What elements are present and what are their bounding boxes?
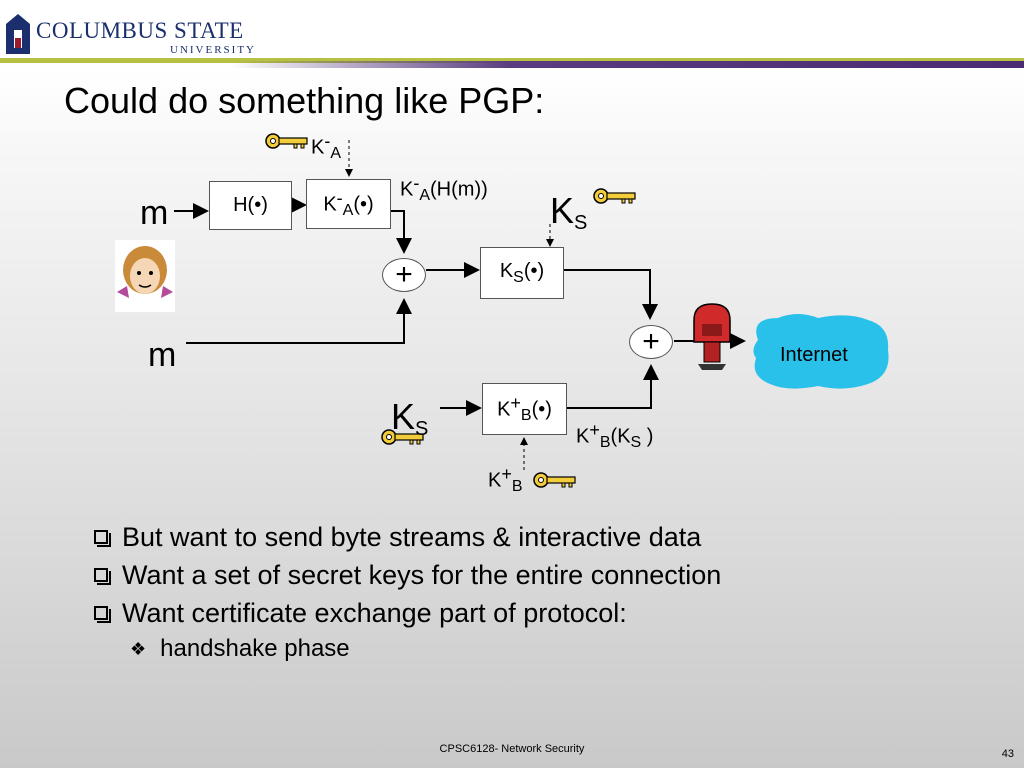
alice-avatar — [115, 240, 175, 312]
kbks-open: (K — [610, 425, 631, 448]
arrow-ks-to-plus2 — [564, 269, 658, 320]
bullet-item: Want a set of secret keys for the entire… — [94, 556, 721, 594]
key-icon — [533, 472, 576, 488]
sub-bullet-item: ❖ handshake phase — [130, 632, 721, 666]
concat-plus-1: + — [382, 258, 426, 292]
kb-key-label: K+B — [488, 464, 523, 496]
ka-k: K — [311, 136, 325, 159]
hash-box: H(•) — [209, 181, 292, 230]
key-icon — [265, 133, 308, 149]
private-key-sign-box: K-A(•) — [306, 179, 391, 229]
sh-sub: A — [419, 187, 431, 205]
session-key-box: KS(•) — [480, 247, 564, 299]
message-m-top: m — [140, 194, 169, 232]
logo-title: COLUMBUS STATE — [36, 18, 244, 43]
kbks-sup: + — [589, 420, 600, 440]
ks-left-label: KS — [391, 396, 428, 441]
logo-subtitle: UNIVERSITY — [170, 44, 256, 56]
checkbox-bullet-icon — [94, 606, 111, 623]
arrow-kb-to-plus2 — [567, 364, 659, 409]
ka-sup: - — [324, 131, 331, 151]
ks-box-label: KS(•) — [500, 260, 544, 287]
page-number: 43 — [1001, 748, 1014, 760]
ksb-arg: (•) — [523, 259, 545, 282]
bullet-text: But want to send byte streams & interact… — [122, 521, 702, 552]
bullet-item: Want certificate exchange part of protoc… — [94, 594, 721, 632]
kbks-argsub: S — [630, 434, 642, 452]
kbks-sub: B — [599, 434, 611, 452]
key-icon — [593, 188, 636, 204]
signed-hash-label: K-A(H(m)) — [400, 173, 488, 205]
slide-header — [0, 0, 1024, 62]
bullet-text: Want a set of secret keys for the entire… — [122, 559, 722, 590]
sub-bullet-text: handshake phase — [160, 635, 350, 662]
plus2-label: + — [642, 325, 660, 358]
sh-k: K — [400, 178, 414, 201]
slide-title: Could do something like PGP: — [64, 80, 545, 121]
kb-box-label: K+B(•) — [497, 393, 552, 425]
ksl-sub: S — [415, 418, 429, 440]
sign-arg: (•) — [353, 193, 374, 216]
bullet-item: But want to send byte streams & interact… — [94, 518, 721, 556]
bullet-list: But want to send byte streams & interact… — [94, 518, 721, 666]
key-ka-label: K-A — [311, 131, 341, 163]
arrow-sign-to-plus — [391, 210, 412, 254]
checkbox-bullet-icon — [94, 568, 111, 585]
kbks-k: K — [576, 425, 590, 448]
sign-box-label: K-A(•) — [323, 188, 373, 220]
header-bar-olive — [0, 58, 1024, 63]
sh-sup: - — [413, 173, 420, 193]
kb-ks-label: K+B(KS ) — [576, 420, 653, 452]
ksbig-sub: S — [574, 212, 588, 234]
kbb-arg: (•) — [531, 398, 552, 421]
kbks-close: ) — [641, 425, 654, 448]
footer-course: CPSC6128- Network Security — [439, 743, 585, 755]
kbb-sup: + — [510, 392, 521, 413]
kbb-sub: B — [520, 407, 532, 425]
kbk-k: K — [488, 469, 502, 492]
internet-label: Internet — [780, 344, 848, 366]
ksl-k: K — [391, 396, 416, 437]
hash-box-label: H(•) — [233, 194, 268, 216]
ka-sub: A — [330, 145, 342, 163]
ksbig-k: K — [550, 190, 575, 231]
internet-cloud — [753, 314, 889, 389]
sign-sup: - — [336, 187, 343, 208]
kbk-sub: B — [511, 478, 523, 496]
sign-sub: A — [342, 202, 354, 220]
university-logo — [2, 14, 34, 61]
header-bar-purple — [230, 61, 1024, 68]
key-icon — [381, 429, 424, 445]
bullet-text: Want certificate exchange part of protoc… — [122, 597, 627, 628]
ksb-k: K — [499, 259, 514, 282]
tower-icon — [6, 14, 30, 54]
sign-k: K — [323, 193, 337, 216]
plus1-label: + — [395, 258, 413, 291]
kbk-sup: + — [501, 464, 512, 484]
concat-plus-2: + — [629, 325, 673, 359]
message-m-bottom: m — [148, 336, 177, 374]
arrow-m-to-plus — [186, 298, 412, 344]
sh-arg: (H(m)) — [430, 178, 488, 201]
public-key-encrypt-box: K+B(•) — [482, 383, 567, 435]
ksb-sub: S — [513, 268, 524, 286]
kbb-k: K — [497, 398, 511, 421]
mailbox-icon — [693, 303, 731, 370]
diamond-bullet-icon: ❖ — [130, 638, 147, 659]
ks-big-label: KS — [550, 190, 587, 235]
checkbox-bullet-icon — [94, 530, 111, 547]
